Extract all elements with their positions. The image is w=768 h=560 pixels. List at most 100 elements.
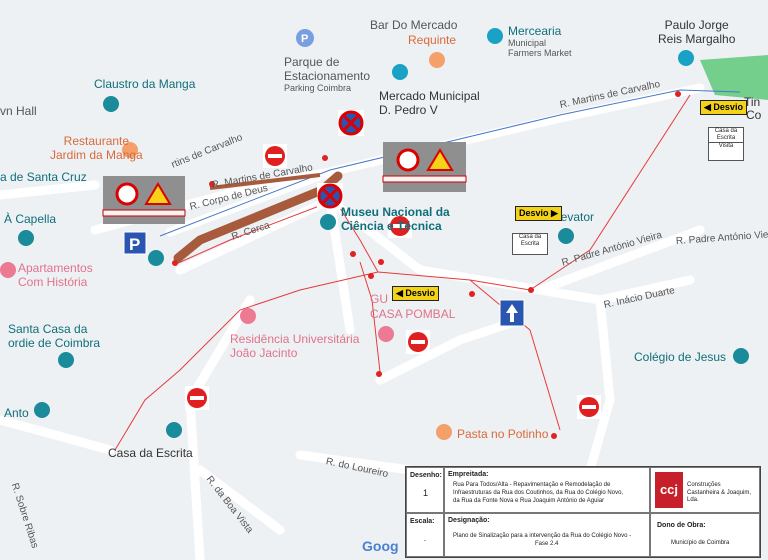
landmark-pin-icon[interactable] xyxy=(34,402,50,418)
poi-restaurante-l1: Restaurante xyxy=(63,134,130,148)
poi-pasta[interactable]: Pasta no Potinho xyxy=(457,427,549,441)
landmark-pin-icon[interactable] xyxy=(58,352,74,368)
poi-santa-cruz[interactable]: a de Santa Cruz xyxy=(0,170,87,184)
poi-mercearia-sub2: Farmers Market xyxy=(508,48,572,58)
no-entry-sign xyxy=(388,214,412,238)
title-block: Desenho: 1 Empreitada: Rua Para Todos/Al… xyxy=(405,466,761,558)
food-pin-icon[interactable] xyxy=(436,424,452,440)
poi-santa-casa-l2: ordie de Coimbra xyxy=(8,336,101,350)
poi-parque-l2: Estacionamento xyxy=(284,69,371,83)
poi-restaurante-l2: Jardim da Manga xyxy=(50,148,143,162)
landmark-pin-icon[interactable] xyxy=(320,214,336,230)
poi-museu-l1: Museu Nacional da xyxy=(341,205,450,219)
poi-paulo-jorge-l2: Reis Margalho xyxy=(658,32,736,46)
poi-tin[interactable]: Tin xyxy=(744,95,761,109)
dono-value: Município de Coimbra xyxy=(671,540,730,546)
shop-pin-icon[interactable] xyxy=(678,50,694,66)
empreitada-cell: Empreitada: Rua Para Todos/Alta - Repavi… xyxy=(444,467,650,513)
food-pin-icon[interactable] xyxy=(429,52,445,68)
poi-casa-pombal[interactable]: CASA POMBAL xyxy=(370,307,456,321)
poi-museu-l2: Ciência e Técnica xyxy=(341,219,442,233)
poi-mercado-l1: Mercado Municipal xyxy=(379,89,480,103)
poi-co[interactable]: Co xyxy=(746,108,762,122)
food-pin-icon[interactable] xyxy=(122,142,138,158)
dono-label: Dono de Obra: xyxy=(657,522,706,529)
landmark-pin-icon[interactable] xyxy=(103,96,119,112)
plaque-line: Visita xyxy=(709,142,743,150)
plaque-line: Escrita xyxy=(716,135,736,141)
landmark-pin-icon[interactable] xyxy=(18,230,34,246)
designacao-line: Plano de Sinalização para a intervenção … xyxy=(453,533,632,539)
escala-value: - xyxy=(424,538,426,544)
one-way-sign xyxy=(499,299,525,327)
market-pin-icon[interactable] xyxy=(392,64,408,80)
shop-pin-icon[interactable] xyxy=(487,28,503,44)
desenho-value: 1 xyxy=(423,488,429,498)
roadworks-sign-group-left xyxy=(102,176,186,224)
desenho-cell: Desenho: 1 xyxy=(406,467,444,513)
plaque-line: Escrita xyxy=(520,241,540,247)
designacao-cell: Designação: Plano de Sinalização para a … xyxy=(444,513,650,557)
poi-residencia-l1: Residência Universitária xyxy=(230,332,360,346)
poi-santa-casa-l1: Santa Casa da xyxy=(8,322,88,336)
escala-cell: Escala: - xyxy=(406,513,444,557)
poi-residencia-l2: João Jacinto xyxy=(230,346,298,360)
svg-text:P: P xyxy=(129,235,140,254)
empreitada-label: Empreitada: xyxy=(448,471,489,478)
poi-apartamentos-l1: Apartamentos xyxy=(18,261,93,275)
empreitada-line: Infraestruturas da Rua dos Coutinhos, da… xyxy=(453,490,624,496)
no-entry-sign xyxy=(185,386,209,410)
direction-plaque: Casa da Escrita Visita xyxy=(708,127,744,161)
google-logo: Goog xyxy=(362,538,399,554)
company-logo: ccj xyxy=(655,472,683,508)
designacao-line: Fase 2.4 xyxy=(535,541,559,547)
no-parking-sign xyxy=(317,183,343,209)
poi-town-hall[interactable]: vn Hall xyxy=(0,104,37,118)
hotel-pin-icon[interactable] xyxy=(240,308,256,324)
poi-colegio[interactable]: Colégio de Jesus xyxy=(634,350,727,364)
plaque-line: Casa da xyxy=(518,234,542,240)
landmark-pin-icon[interactable] xyxy=(148,250,164,266)
empreitada-line: da Rua da Fonte Nova e Rua Joaquim Antón… xyxy=(453,498,605,504)
hotel-pin-icon[interactable] xyxy=(378,326,394,342)
no-parking-sign xyxy=(338,110,364,136)
no-entry-sign xyxy=(406,330,430,354)
hotel-pin-icon[interactable] xyxy=(0,262,16,278)
parking-pin-icon[interactable]: P xyxy=(296,29,314,47)
parking-sign: P xyxy=(123,231,147,255)
escala-label: Escala: xyxy=(410,518,435,525)
school-pin-icon[interactable] xyxy=(733,348,749,364)
designacao-label: Designação: xyxy=(448,517,490,524)
poi-bar-mercado[interactable]: Bar Do Mercado xyxy=(370,18,458,32)
poi-parque-l1: Parque de xyxy=(284,55,340,69)
poi-paulo-jorge-l1: Paulo Jorge xyxy=(664,18,729,32)
poi-capella[interactable]: À Capella xyxy=(4,212,57,226)
poi-anto[interactable]: Anto xyxy=(4,406,29,420)
roadworks-sign-group-right xyxy=(382,142,467,192)
dono-cell: Dono de Obra: Município de Coimbra xyxy=(650,513,760,557)
landmark-pin-icon[interactable] xyxy=(166,422,182,438)
company-line: Castanheira & Joaquim, Lda. xyxy=(687,490,752,503)
poi-guest[interactable]: GU xyxy=(370,292,388,306)
poi-casa-escrita[interactable]: Casa da Escrita xyxy=(108,446,193,460)
landmark-pin-icon[interactable] xyxy=(558,228,574,244)
detour-sign: ◀ Desvio xyxy=(392,286,439,301)
plaque-line: Casa da xyxy=(714,128,738,134)
poi-requinte[interactable]: Requinte xyxy=(408,33,457,47)
detour-sign-text: Desvio xyxy=(405,288,435,298)
desenho-label: Desenho: xyxy=(410,472,442,479)
poi-mercearia-name: Mercearia xyxy=(508,24,562,38)
poi-parque-l3: Parking Coimbra xyxy=(284,83,352,93)
poi-claustro[interactable]: Claustro da Manga xyxy=(94,77,196,91)
no-entry-sign xyxy=(263,144,287,168)
